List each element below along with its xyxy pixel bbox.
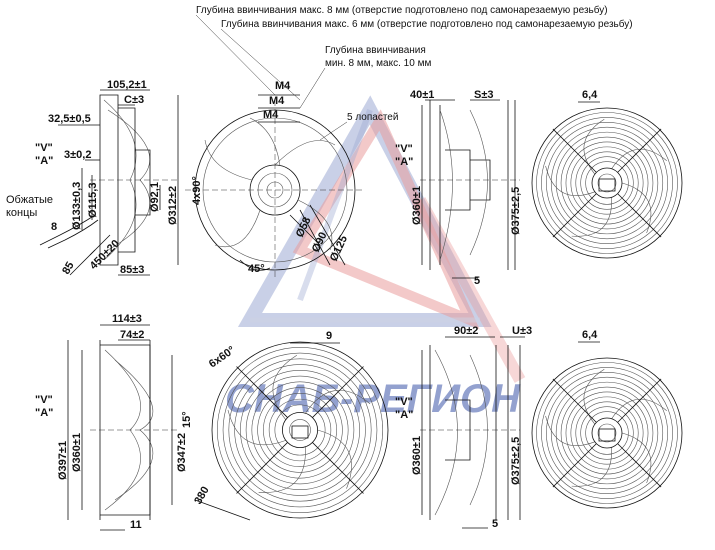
top-left-side-view	[39, 89, 180, 276]
dim-9: 9	[326, 330, 332, 342]
dim-5-top: 5	[474, 275, 480, 287]
dim-40: 40±1	[410, 89, 434, 101]
airflow-v-label-4: "V"	[395, 396, 413, 408]
dim-m4-c: M4	[263, 109, 279, 121]
dim-6x60: 6x60°	[207, 344, 238, 370]
dim-450: 450±20	[88, 238, 122, 272]
airflow-v-label: "V"	[35, 142, 53, 154]
dim-4x90: 4x90°	[191, 176, 203, 205]
dim-125: Ø125	[328, 234, 350, 263]
dim-6-4-bottom: 6,4	[582, 329, 598, 341]
dim-s: S±3	[474, 89, 494, 101]
dim-114: 114±3	[112, 313, 142, 325]
airflow-v-label-2: "V"	[395, 143, 413, 155]
dim-5-br: 5	[492, 518, 498, 530]
dim-380: 380	[192, 485, 212, 507]
top-right-side-view	[420, 99, 520, 279]
watermark-logo	[237, 95, 526, 383]
note-depth-min-line2: мин. 8 мм, макс. 10 мм	[325, 58, 431, 69]
dim-6-4-top: 6,4	[582, 89, 598, 101]
dim-32: 32,5±0,5	[48, 113, 91, 125]
crimped-line2: концы	[6, 207, 37, 219]
dim-133: Ø133±0,3	[71, 182, 83, 230]
dim-397: Ø397±1	[57, 441, 69, 480]
dim-11: 11	[130, 519, 142, 531]
dim-115: Ø115,3	[87, 183, 99, 218]
top-right-front-guard	[531, 107, 683, 259]
dim-45deg: 45°	[248, 263, 265, 275]
bottom-left-side-view	[67, 324, 180, 531]
note-depth-min-line1: Глубина ввинчивания	[325, 44, 426, 56]
dim-85b: 85±3	[120, 264, 144, 276]
dim-360-br: Ø360±1	[411, 436, 423, 475]
dim-8: 8	[51, 221, 57, 233]
dim-360-top: Ø360±1	[411, 186, 423, 225]
airflow-a-label-2: "A"	[395, 156, 413, 168]
dim-92: Ø92,1	[149, 182, 161, 212]
note-blades: 5 лопастей	[347, 112, 398, 123]
dim-360-bl: Ø360±1	[71, 433, 83, 472]
dim-375-br: Ø375±2,5	[510, 437, 522, 485]
airflow-a-label: "A"	[35, 155, 53, 167]
bottom-right-front-guard	[531, 357, 683, 509]
top-center-front-view	[185, 94, 365, 280]
dim-u: U±3	[512, 325, 532, 337]
airflow-a-label-4: "A"	[395, 409, 413, 421]
dim-m4-b: M4	[269, 95, 285, 107]
airflow-v-label-3: "V"	[35, 394, 53, 406]
dim-85a: 85	[60, 260, 77, 277]
note-depth-6: Глубина ввинчивания макс. 6 мм (отверсти…	[221, 18, 633, 30]
dim-m4-a: M4	[275, 80, 291, 92]
dim-105: 105,2±1	[107, 79, 147, 91]
dim-312: Ø312±2	[167, 186, 179, 225]
dim-90-br: 90±2	[454, 325, 478, 337]
dim-375-top: Ø375±2,5	[510, 187, 522, 235]
note-depth-8: Глубина ввинчивания макс. 8 мм (отверсти…	[196, 4, 608, 16]
dim-c: C±3	[124, 94, 144, 106]
bottom-center-front-guard	[211, 341, 389, 519]
dim-3: 3±0,2	[64, 149, 91, 161]
bottom-right-side-view	[420, 336, 525, 529]
airflow-a-label-3: "A"	[35, 407, 53, 419]
dim-74: 74±2	[120, 329, 144, 341]
dim-347: Ø347±2	[176, 433, 188, 472]
crimped-line1: Обжатые	[6, 194, 53, 206]
dim-15deg: 15°	[181, 411, 193, 428]
